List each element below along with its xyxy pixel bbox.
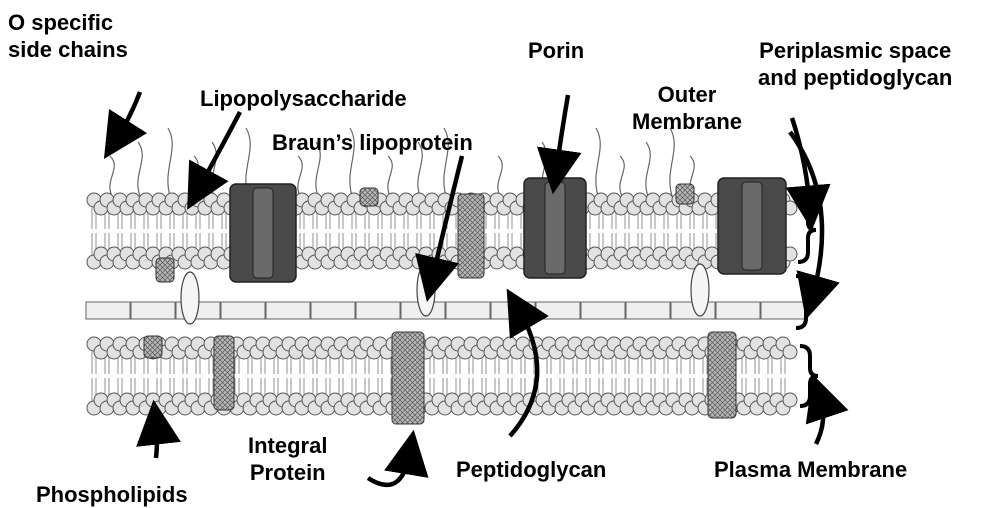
label-brauns-lipoprotein: Braun’s lipoprotein	[272, 129, 473, 156]
side-chain	[596, 128, 600, 196]
peptidoglycan-block	[536, 302, 580, 319]
lipid-head	[783, 345, 797, 359]
arrow-peptidoglycan	[510, 308, 537, 436]
membrane-protein	[708, 332, 736, 418]
side-chain	[388, 156, 392, 196]
label-lipopolysaccharide: Lipopolysaccharide	[200, 85, 407, 112]
label-integral-line2: Protein	[248, 459, 327, 486]
side-chain	[138, 142, 142, 196]
side-chain	[110, 156, 114, 196]
arrow-o-specific	[116, 92, 140, 140]
label-o-specific-side-chains: O specific side chains	[8, 9, 128, 63]
peptidoglycan-block	[446, 302, 490, 319]
brauns-lipoprotein-anchor	[691, 264, 709, 316]
side-chain	[212, 142, 216, 196]
peptidoglycan-block	[761, 302, 805, 319]
membrane-protein	[360, 188, 378, 206]
label-outer-membrane: Outer Membrane	[632, 81, 742, 135]
label-phospholipids: Phospholipids	[36, 481, 188, 508]
peptidoglycan-block	[221, 302, 265, 319]
plasma-membrane-bilayer	[87, 337, 797, 415]
label-periplasmic-line2: and peptidoglycan	[758, 64, 952, 91]
peptidoglycan-block	[716, 302, 760, 319]
peptidoglycan-block	[131, 302, 175, 319]
peptidoglycan-block	[626, 302, 670, 319]
porin-channel	[253, 188, 273, 278]
label-o-specific-line1: O specific	[8, 9, 128, 36]
arrow-phospholipids	[156, 422, 157, 458]
side-chain	[194, 156, 198, 196]
membrane-protein	[458, 194, 484, 278]
peptidoglycan-block	[266, 302, 310, 319]
porin-channel	[545, 182, 565, 274]
label-peptidoglycan: Peptidoglycan	[456, 456, 606, 483]
plasma-membrane-brace	[800, 346, 818, 406]
label-periplasmic-line1: Periplasmic space	[758, 37, 952, 64]
side-chain	[298, 156, 302, 196]
side-chain	[646, 142, 650, 196]
arrow-plasma	[816, 396, 823, 444]
outer-membrane-brace	[798, 200, 816, 262]
label-outer-membrane-line1: Outer	[632, 81, 742, 108]
membrane-protein	[392, 332, 424, 424]
porin-channel	[742, 182, 762, 270]
label-outer-membrane-line2: Membrane	[632, 108, 742, 135]
side-chain	[620, 156, 624, 196]
label-plasma-membrane: Plasma Membrane	[714, 456, 907, 483]
label-o-specific-line2: side chains	[8, 36, 128, 63]
side-chain	[670, 128, 674, 196]
lipid-head	[783, 393, 797, 407]
membrane-protein	[156, 258, 174, 282]
side-chain	[168, 128, 172, 196]
arrow-lipopolysaccharide	[198, 112, 240, 190]
label-porin: Porin	[528, 37, 584, 64]
peptidoglycan-block	[581, 302, 625, 319]
membrane-protein	[676, 184, 694, 204]
brauns-lipoprotein-anchor	[181, 272, 199, 324]
label-integral-line1: Integral	[248, 432, 327, 459]
arrow-integral	[368, 452, 410, 485]
label-integral-protein: Integral Protein	[248, 432, 327, 486]
label-periplasmic-space: Periplasmic space and peptidoglycan	[758, 37, 952, 91]
peptidoglycan-block	[491, 302, 535, 319]
membrane-protein	[214, 336, 234, 410]
peptidoglycan-block	[356, 302, 400, 319]
side-chain	[498, 156, 502, 196]
peptidoglycan-block	[86, 302, 130, 319]
membrane-protein	[144, 336, 162, 358]
arrow-porin	[556, 95, 568, 172]
peptidoglycan-block	[311, 302, 355, 319]
